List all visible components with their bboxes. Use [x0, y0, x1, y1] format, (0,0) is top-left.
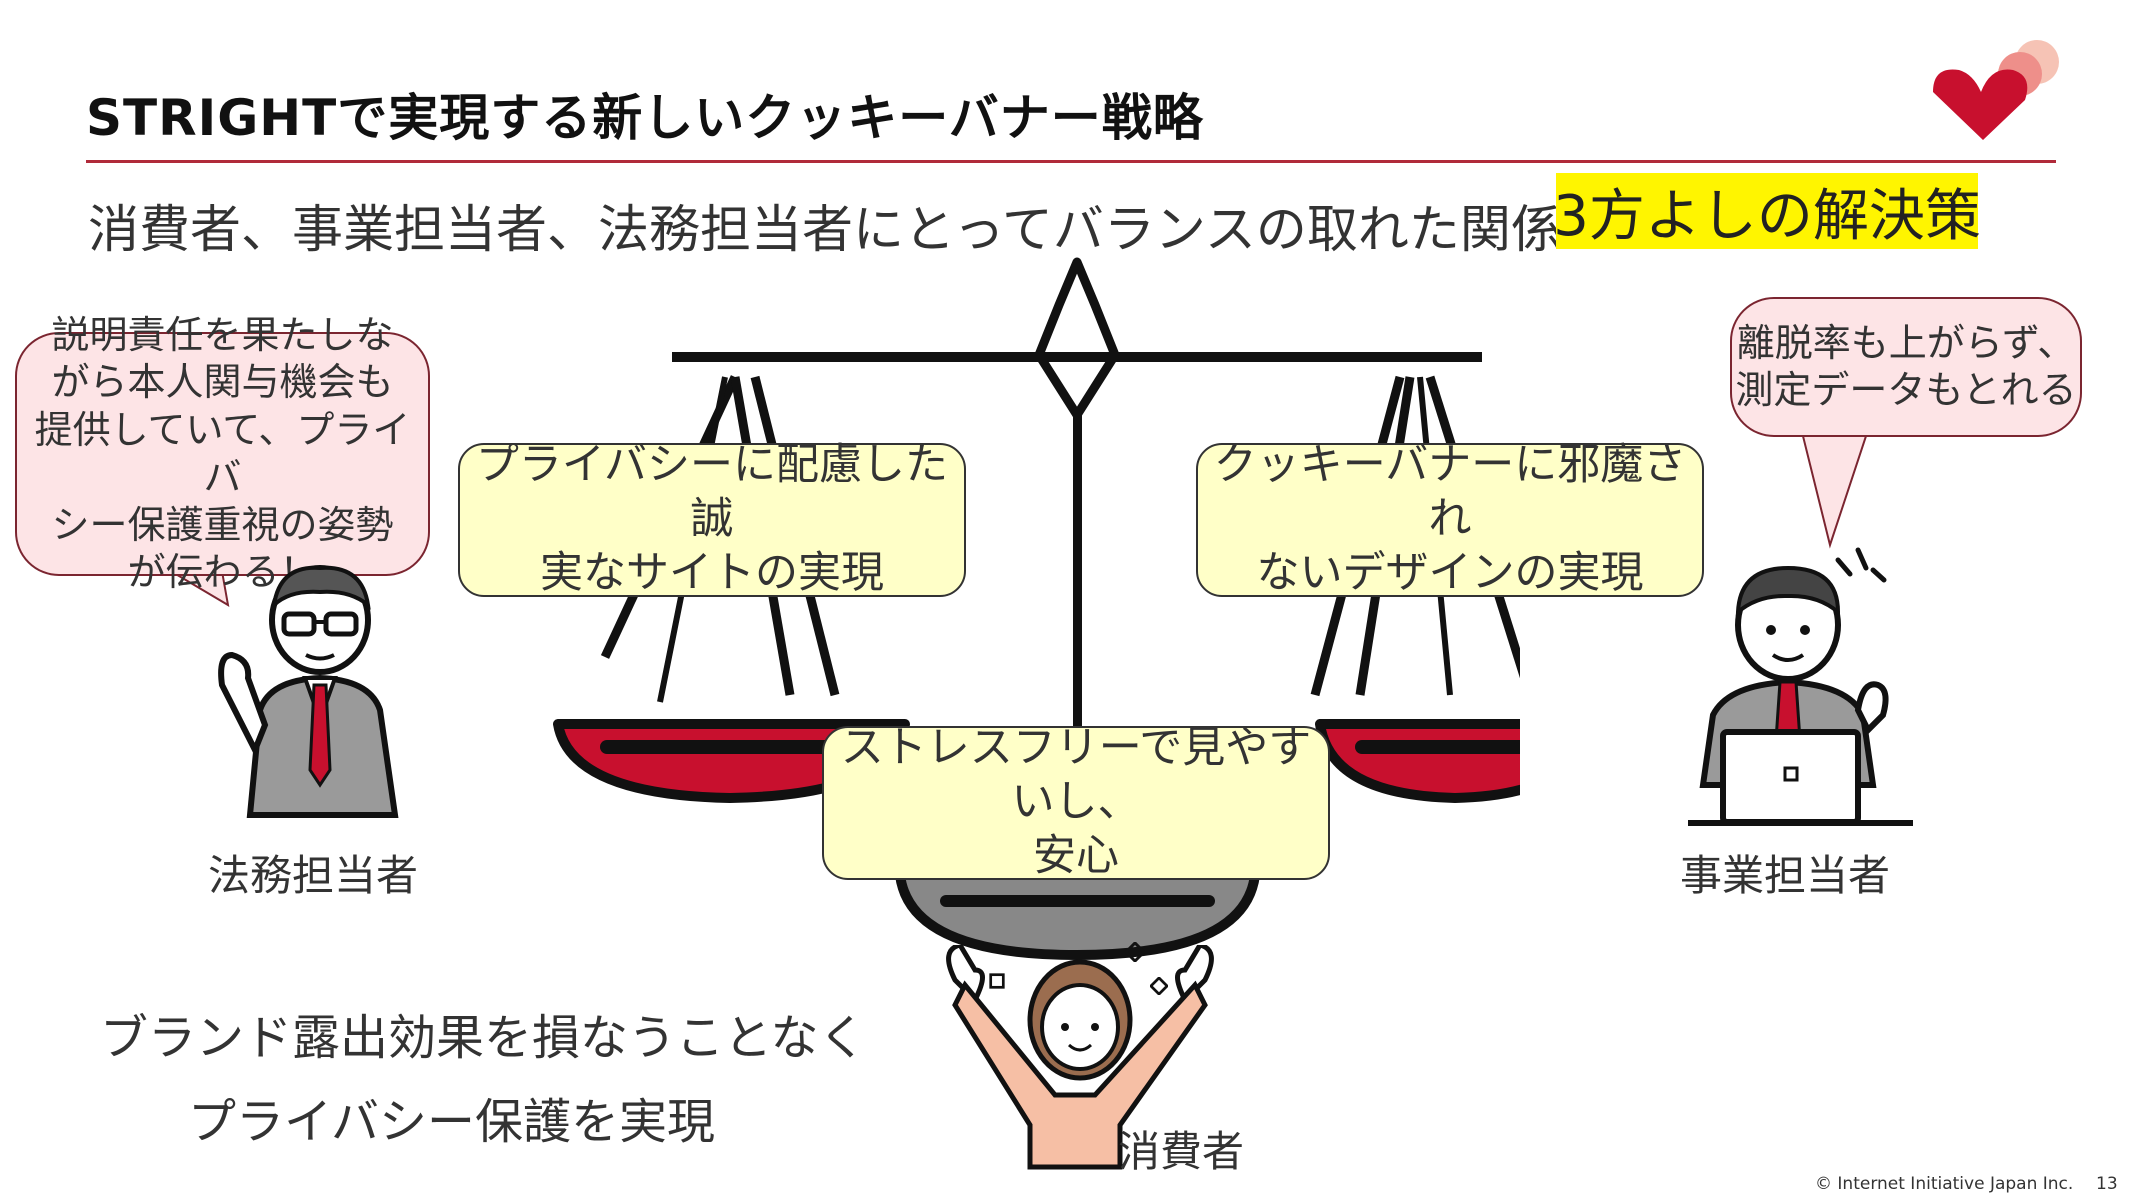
sparkle-icon — [1150, 977, 1168, 995]
business-person-label: 事業担当者 — [1680, 851, 1891, 900]
business-person-illustration — [1688, 547, 1913, 826]
right-pan-bubble: クッキーバナーに邪魔され ないデザインの実現 — [1196, 440, 1704, 598]
privacy-protection-text: プライバシー保護を実現 — [188, 1094, 716, 1150]
slide-title: STRIGHTで実現する新しいクッキーバナー戦略 — [86, 89, 1204, 147]
heart-logo-icon — [1933, 40, 2059, 140]
business-speech-bubble: 離脱率も上がらず、 測定データもとれる — [1730, 297, 2082, 437]
solution-highlight: 3方よしの解決策 — [1553, 173, 1981, 249]
legal-officer-illustration — [218, 565, 399, 818]
sparkle-icon — [989, 973, 1005, 989]
page-number: 13 — [2096, 1174, 2118, 1194]
consumer-illustration — [946, 945, 1214, 1170]
brand-exposure-text: ブランド露出効果を損なうことなく — [100, 1010, 867, 1066]
business-bubble-tail — [1800, 423, 1872, 549]
legal-officer-label: 法務担当者 — [208, 851, 419, 900]
left-pan-bubble: プライバシーに配慮した誠 実なサイトの実現 — [458, 440, 966, 598]
title-divider — [86, 160, 2056, 163]
legal-speech-bubble: 説明責任を果たしな がら本人関与機会も 提供していて、プライバ シー保護重視の姿… — [15, 313, 430, 594]
slide-subtitle: 消費者、事業担当者、法務担当者にとってバランスの取れた関係に ⇒ — [88, 201, 1672, 260]
base-bubble: ストレスフリーで見やすいし、 安心 — [822, 723, 1330, 881]
consumer-label: 消費者 — [1118, 1127, 1245, 1176]
copyright-text: © Internet Initiative Japan Inc. — [1815, 1174, 2074, 1194]
sparkle-icon — [1125, 942, 1145, 962]
